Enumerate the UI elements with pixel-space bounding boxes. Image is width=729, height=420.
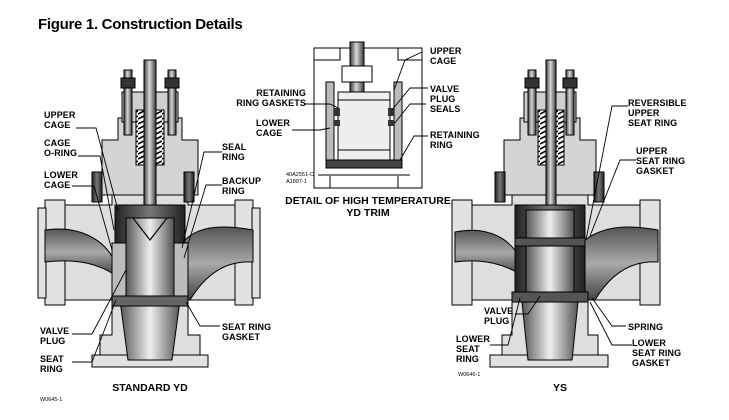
label-seat-ring-yd: SEAT RING bbox=[40, 354, 64, 374]
caption-standard-yd: STANDARD YD bbox=[112, 382, 188, 394]
high-temperature-detail bbox=[313, 41, 423, 189]
caption-ys: YS bbox=[552, 382, 567, 394]
standard-yd-valve bbox=[37, 59, 261, 368]
label-retaining-ring: RETAINING RING bbox=[430, 130, 480, 150]
leader-lines bbox=[72, 51, 636, 363]
label-upper-seat-ring-gasket: UPPER SEAT RING GASKET bbox=[636, 146, 686, 176]
label-lower-cage-detail: LOWER CAGE bbox=[256, 118, 290, 138]
ys-valve bbox=[451, 59, 661, 368]
label-valve-plug-yd: VALVE PLUG bbox=[40, 326, 70, 346]
caption-detail: DETAIL OF HIGH TEMPERATURE YD TRIM bbox=[285, 195, 451, 219]
label-upper-cage-yd: UPPER CAGE bbox=[44, 110, 76, 130]
code-left: W0645-1 bbox=[40, 397, 63, 403]
label-valve-plug-ys: VALVE PLUG bbox=[484, 306, 514, 326]
figure-title: Figure 1. Construction Details bbox=[38, 16, 243, 33]
code-right: W0646-1 bbox=[458, 372, 481, 378]
label-lower-seat-ring: LOWER SEAT RING bbox=[456, 334, 490, 364]
label-valve-plug-seals: VALVE PLUG SEALS bbox=[430, 84, 461, 114]
label-spring: SPRING bbox=[628, 322, 664, 332]
label-seal-ring: SEAL RING bbox=[222, 142, 247, 162]
label-upper-cage-detail: UPPER CAGE bbox=[430, 46, 462, 66]
label-lower-cage-yd: LOWER CAGE bbox=[44, 170, 78, 190]
label-backup-ring: BACKUP RING bbox=[222, 176, 262, 196]
code-center: 40A2551-C A1897-1 bbox=[286, 172, 314, 185]
label-seat-ring-gasket-yd: SEAT RING GASKET bbox=[222, 322, 272, 342]
label-cage-oring: CAGE O-RING bbox=[44, 138, 78, 158]
label-reversible-upper-seat-ring: REVERSIBLE UPPER SEAT RING bbox=[628, 98, 687, 128]
label-lower-seat-ring-gasket: LOWER SEAT RING GASKET bbox=[632, 338, 682, 368]
label-retaining-ring-gaskets: RETAINING RING GASKETS bbox=[236, 88, 306, 108]
